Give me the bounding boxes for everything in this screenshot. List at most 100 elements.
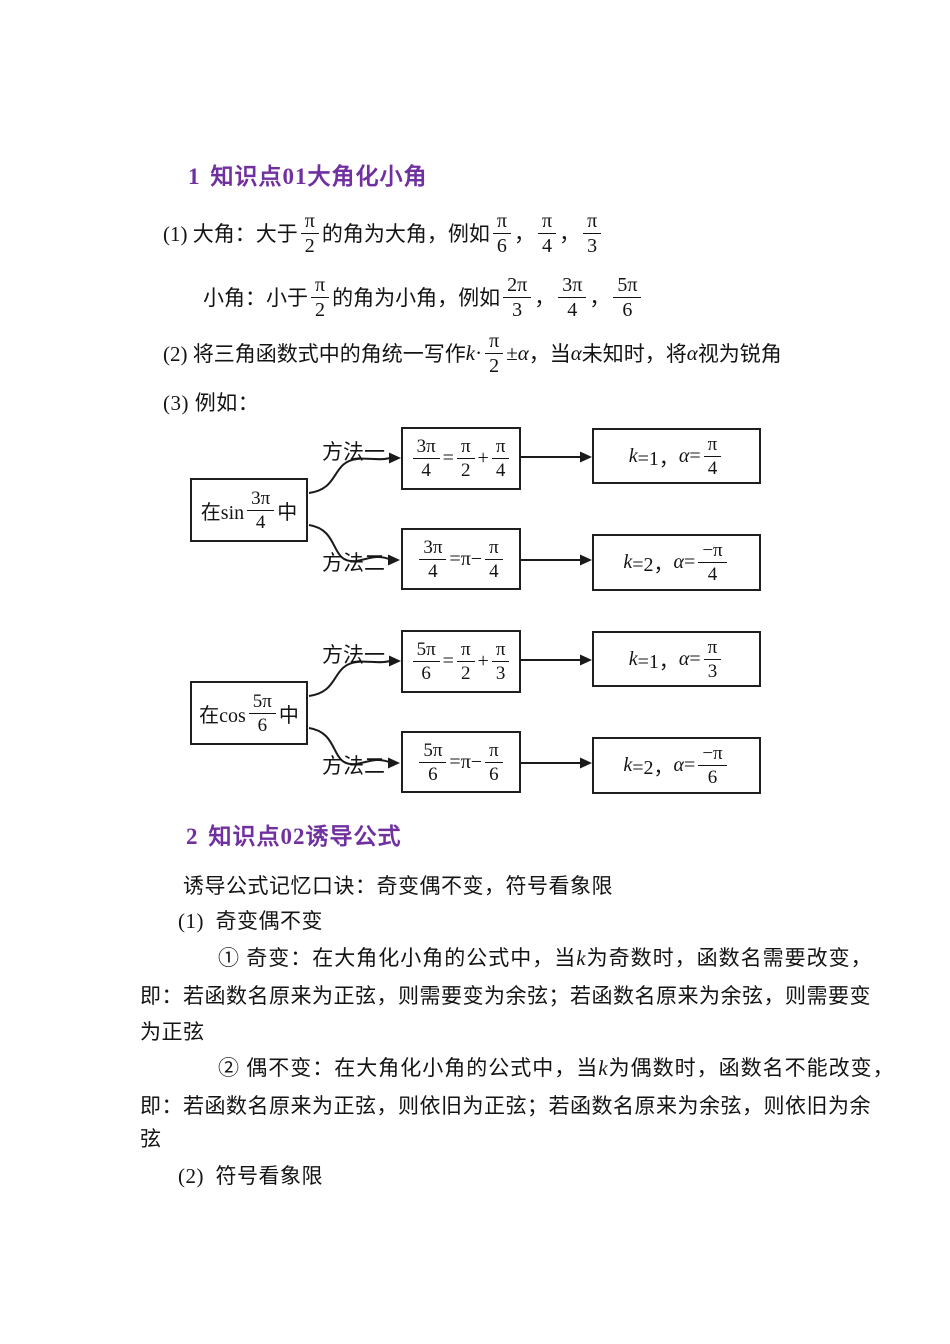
denominator: 6 [257, 714, 268, 736]
denominator: 4 [495, 460, 506, 481]
math-variable: k [598, 1056, 609, 1080]
denominator: 6 [421, 663, 431, 684]
text-run: 在cos [199, 704, 246, 727]
text-run: 视为锐角 [697, 342, 782, 366]
text-run: 中 [278, 704, 299, 727]
denominator: 2 [461, 460, 471, 481]
numerator: 3π [247, 488, 275, 511]
method-2-label: 方法二 [322, 551, 385, 575]
math-variable: k [628, 444, 638, 467]
flowchart-cos-arrows [308, 654, 592, 769]
numerator: 3π [412, 436, 440, 459]
text-run: 的角为大角，例如 [321, 222, 490, 246]
numerator: π [491, 639, 510, 662]
text-run: 即：若函数名原来为正弦，则依旧为正弦；若函数名原来为余弦，则依旧为余 [140, 1094, 871, 1118]
text-run: = [684, 754, 696, 776]
math-variable: k [628, 647, 638, 670]
numerator: π [300, 210, 319, 234]
text-run: =1， [637, 447, 679, 470]
text-run: = [689, 647, 701, 670]
text-run: ， [534, 286, 556, 310]
denominator: 3 [512, 298, 523, 321]
text-run: =π− [449, 547, 483, 570]
math-variable: k [623, 551, 633, 573]
denominator: 4 [567, 298, 578, 321]
denominator: 3 [587, 234, 598, 257]
section-1-title: 知识点01大角化小角 [210, 164, 428, 189]
math-variable: α [673, 754, 685, 776]
method-2-label: 方法二 [322, 754, 385, 778]
numerator: −π [698, 540, 727, 563]
math-variable: k [623, 754, 633, 776]
denominator: 4 [707, 457, 718, 479]
text-run: 中 [277, 501, 298, 524]
method-1-label: 方法一 [322, 440, 385, 464]
numerator: π [703, 637, 722, 660]
line-odd-change-2: 即：若函数名原来为正弦，则需要变为余弦；若函数名原来为余弦，则需要变 [140, 983, 871, 1009]
section-2-title: 知识点02诱导公式 [208, 824, 402, 849]
numerator: π [491, 436, 510, 459]
text-run: 为正弦 [140, 1020, 205, 1044]
numerator: π [703, 434, 722, 457]
numerator: π [492, 210, 511, 234]
text-run: = [442, 650, 454, 672]
text-run: · [475, 340, 483, 365]
text-run: = [684, 551, 696, 573]
math-variable: k [465, 340, 476, 365]
line-odd-change-3: 为正弦 [140, 1019, 205, 1045]
line-even-keep-1: ② 偶不变：在大角化小角的公式中，当k为偶数时，函数名不能改变， [218, 1055, 895, 1081]
denominator: 3 [495, 663, 506, 684]
text-run: (1) 奇变偶不变 [178, 909, 323, 933]
text-run: (3) 例如： [163, 391, 260, 415]
math-variable: k [576, 946, 587, 970]
line-mnemonic: 诱导公式记忆口诀：奇变偶不变，符号看象限 [183, 873, 613, 899]
numerator: −π [698, 743, 727, 766]
denominator: 4 [707, 564, 718, 585]
text-run: = [689, 444, 701, 467]
text-run: 小角：小于 [203, 286, 308, 310]
math-variable: α [673, 551, 685, 573]
text-run: + [477, 447, 489, 469]
text-run: 在sin [200, 501, 245, 524]
denominator: 6 [622, 298, 633, 321]
numerator: π [485, 740, 503, 763]
text-run: 未知时，将 [581, 342, 687, 366]
denominator: 2 [489, 354, 500, 377]
denominator: 6 [489, 763, 499, 785]
math-variable: α [517, 340, 529, 365]
numerator: π [537, 210, 557, 234]
denominator: 4 [489, 560, 499, 582]
text-run: (2) 符号看象限 [178, 1164, 323, 1188]
section-1-number: 1 [188, 164, 201, 189]
denominator: 6 [428, 763, 438, 785]
denominator: 4 [542, 234, 553, 257]
denominator: 4 [255, 511, 266, 533]
numerator: π [485, 330, 504, 354]
text-run: =π− [449, 750, 483, 773]
denominator: 2 [315, 298, 326, 321]
text-run: =2， [632, 554, 674, 576]
text-run: 为偶数时，函数名不能改变， [608, 1056, 895, 1080]
math-variable: α [570, 340, 582, 365]
numerator: 5π [412, 639, 440, 662]
method-1-label: 方法一 [322, 643, 385, 667]
text-run: ② 偶不变：在大角化小角的公式中，当 [218, 1056, 599, 1080]
